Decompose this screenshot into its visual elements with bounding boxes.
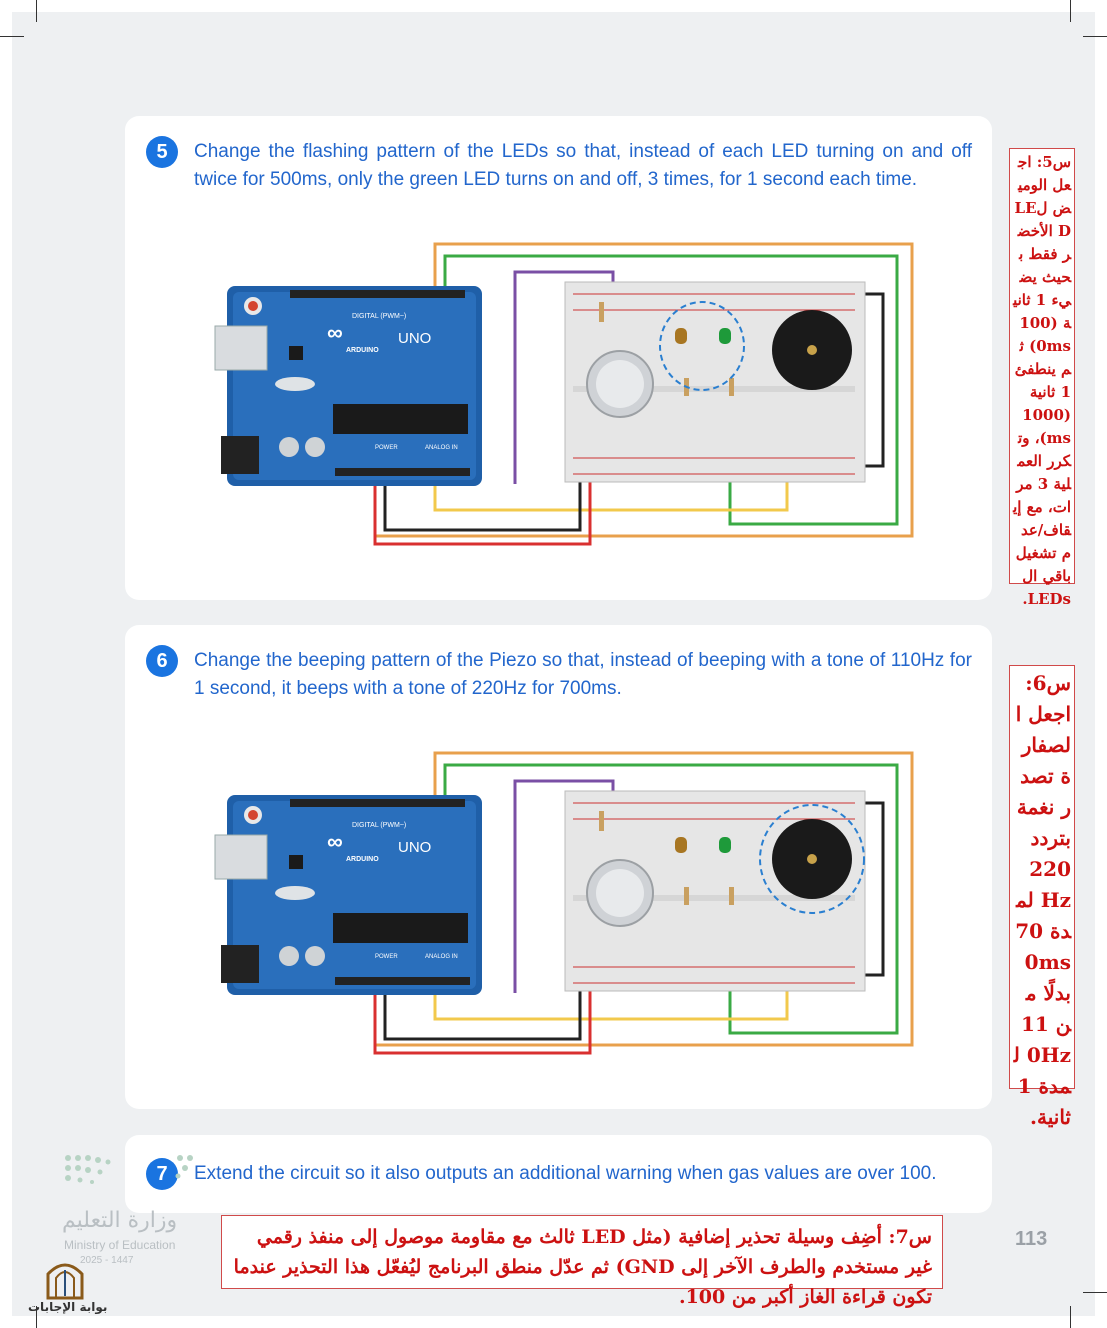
wire-green: [443, 763, 899, 1035]
note-q6: س6: اجعل الصفارة تصدر نغمة بتردد 220Hz ل…: [1009, 665, 1075, 1129]
digital-header: [290, 290, 465, 298]
crop-mark: [1083, 36, 1107, 37]
usb-chip: [289, 346, 303, 360]
crop-mark: [36, 0, 37, 22]
highlight-circle: [659, 301, 745, 391]
page-number: 113: [1015, 1228, 1048, 1250]
reset-button-core: [248, 810, 258, 820]
power-jack: [221, 945, 259, 983]
analog-label: ANALOG IN: [425, 445, 458, 451]
breadboard-gap: [573, 895, 855, 901]
task-card-5: 5 Change the flashing pattern of the LED…: [125, 116, 992, 600]
crop-mark: [1070, 0, 1071, 22]
capacitor: [279, 946, 299, 966]
usb-port: [214, 834, 268, 880]
gas-sensor-mesh: [596, 869, 644, 917]
arduino-board-face: [233, 292, 476, 480]
ministry-english: Ministry of Education: [64, 1238, 176, 1252]
arduino-infinity-logo-icon: ∞: [327, 320, 343, 345]
power-analog-header: [335, 977, 470, 985]
microcontroller-chip: [333, 913, 468, 943]
number-badge-icon: 7: [146, 1158, 178, 1190]
reset-button-core: [248, 301, 258, 311]
capacitor: [279, 437, 299, 457]
wire-yellow: [433, 456, 789, 512]
board-brand: ARDUINO: [346, 856, 379, 863]
usb-port: [214, 325, 268, 371]
crop-mark: [1070, 1306, 1071, 1328]
digital-label: DIGITAL (PWM~): [352, 822, 406, 829]
capacitor: [305, 946, 325, 966]
resistor: [599, 811, 604, 831]
resistor: [729, 378, 734, 396]
piezo-center: [807, 854, 817, 864]
portal-name: بوابة الإجابات: [28, 1300, 108, 1314]
board-brand: ARDUINO: [346, 347, 379, 354]
analog-label: ANALOG IN: [425, 954, 458, 960]
wire-red: [373, 464, 592, 546]
crystal: [275, 377, 315, 391]
task-text: Change the flashing pattern of the LEDs …: [194, 141, 972, 190]
led-yellow: [675, 837, 687, 853]
power-label: POWER: [375, 445, 398, 451]
task-card-7: 7 Extend the circuit so it also outputs …: [125, 1135, 992, 1213]
digital-label: DIGITAL (PWM~): [352, 313, 406, 320]
wire-black: [383, 973, 582, 1041]
arduino-infinity-logo-icon: ∞: [327, 829, 343, 854]
circuit-diagram: DIGITAL (PWM~) ∞ UNO ARDUINO POWER ANALO…: [214, 242, 914, 546]
board-model: UNO: [398, 839, 431, 856]
number-badge-icon: 5: [146, 136, 178, 168]
ministry-arabic: وزارة التعليم: [62, 1208, 178, 1233]
board-model: UNO: [398, 330, 431, 347]
ministry-year: 2025 - 1447: [80, 1255, 134, 1266]
highlight-circle: [759, 804, 865, 914]
power-jack: [221, 436, 259, 474]
wire-black: [860, 801, 885, 977]
led-green: [719, 837, 731, 853]
crop-mark: [1083, 1292, 1107, 1293]
circuit-diagram: DIGITAL (PWM~) ∞ UNO ARDUINO POWER ANALO…: [214, 751, 914, 1055]
wire-red: [373, 973, 592, 1055]
number-badge-icon: 6: [146, 645, 178, 677]
usb-chip: [289, 855, 303, 869]
wire-green: [443, 254, 899, 526]
led-green: [719, 328, 731, 344]
power-analog-header: [335, 468, 470, 476]
task-card-6: 6 Change the beeping pattern of the Piez…: [125, 625, 992, 1109]
power-label: POWER: [375, 954, 398, 960]
note-q5: س5: اجعل الوميض لLED الأخضر فقط بحيث يضي…: [1009, 148, 1075, 608]
capacitor: [305, 437, 325, 457]
gas-sensor-mesh: [596, 360, 644, 408]
crystal: [275, 886, 315, 900]
ministry-logo-icon: [65, 1155, 193, 1184]
piezo-center: [807, 345, 817, 355]
digital-header: [290, 799, 465, 807]
arduino-board-face: [233, 801, 476, 989]
task-text: Extend the circuit so it also outputs an…: [194, 1163, 937, 1184]
resistor: [599, 302, 604, 322]
wire-black: [860, 292, 885, 468]
note-q7: س7: أضِف وسيلة تحذير إضافية (مثل LED ثال…: [221, 1215, 943, 1308]
portal-logo-icon: [46, 1263, 84, 1300]
resistor: [729, 887, 734, 905]
resistor: [684, 887, 689, 905]
crop-mark: [36, 1306, 37, 1328]
wire-black: [383, 464, 582, 532]
led-yellow: [675, 328, 687, 344]
microcontroller-chip: [333, 404, 468, 434]
task-text: Change the beeping pattern of the Piezo …: [194, 650, 972, 699]
wire-yellow: [433, 965, 789, 1021]
crop-mark: [0, 36, 24, 37]
